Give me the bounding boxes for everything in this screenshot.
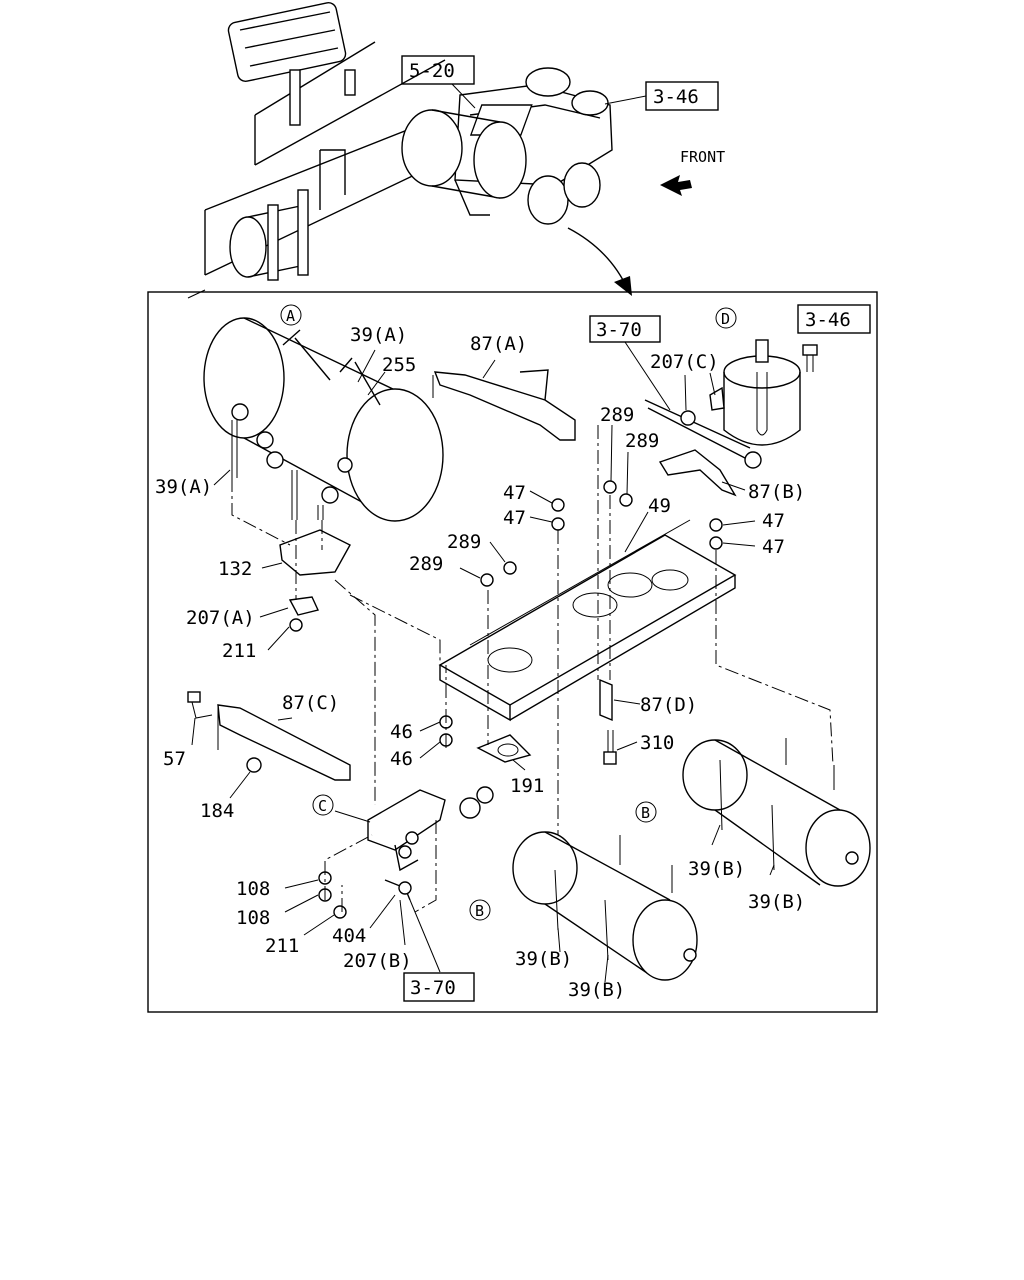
- label-211a: 211: [222, 640, 256, 662]
- tank-bottom: [512, 831, 698, 981]
- ref-box-bottom: 3-70: [403, 972, 475, 1002]
- callout-D: D: [721, 310, 730, 328]
- label-47c: 47: [762, 510, 785, 532]
- bracket-87c: [187, 691, 351, 781]
- part-labels: 39(A) 255 87(A) 207(C) 39(A) 289 289 87(…: [155, 324, 805, 1001]
- label-47b: 47: [503, 507, 526, 529]
- label-191: 191: [510, 775, 544, 797]
- label-47a: 47: [503, 482, 526, 504]
- bracket-87d: [599, 678, 617, 765]
- label-87b: 87(B): [748, 481, 805, 503]
- label-289a: 289: [600, 404, 634, 426]
- direction-label: FRONT: [680, 148, 725, 166]
- label-108b: 108: [236, 907, 270, 929]
- cross-frame: [438, 519, 737, 722]
- label-87a: 87(A): [470, 333, 527, 355]
- ref-inner-center-text: 3-70: [596, 319, 642, 341]
- ref-top-left-text: 5-20: [409, 60, 455, 82]
- label-39a-top: 39(A): [350, 324, 407, 346]
- plate-191: [476, 734, 532, 763]
- label-255: 255: [382, 354, 416, 376]
- ref-box-inner-right: 3-46: [797, 304, 871, 334]
- detail-frame: [147, 291, 878, 1013]
- label-46a: 46: [390, 721, 413, 743]
- label-207c: 207(C): [650, 351, 719, 373]
- label-289d: 289: [409, 553, 443, 575]
- large-drum: [203, 317, 444, 522]
- label-39b-3: 39(B): [515, 948, 572, 970]
- label-207b: 207(B): [343, 950, 412, 972]
- label-46b: 46: [390, 748, 413, 770]
- label-57: 57: [163, 748, 186, 770]
- label-289c: 289: [447, 531, 481, 553]
- ref-box-top-left: 5-20: [401, 55, 476, 109]
- label-184: 184: [200, 800, 234, 822]
- tank-right: [682, 738, 871, 887]
- label-47d: 47: [762, 536, 785, 558]
- bracket-87b: [658, 449, 737, 497]
- label-108a: 108: [236, 878, 270, 900]
- label-207a: 207(A): [186, 607, 255, 629]
- guide-lines: [231, 425, 834, 913]
- callout-C: C: [318, 797, 327, 815]
- bracket-87a: [432, 369, 576, 441]
- label-49: 49: [648, 495, 671, 517]
- label-310: 310: [640, 732, 674, 754]
- leader-lines: [187, 289, 775, 983]
- label-132: 132: [218, 558, 252, 580]
- label-39a-left: 39(A): [155, 476, 212, 498]
- callout-B2: B: [475, 902, 484, 920]
- ref-inner-right-text: 3-46: [805, 309, 851, 331]
- ref-box-inner-center: 3-70: [589, 315, 671, 411]
- label-87d: 87(D): [640, 694, 697, 716]
- filter-unit: [644, 339, 818, 469]
- label-39b-1: 39(B): [688, 858, 745, 880]
- label-39b-2: 39(B): [748, 891, 805, 913]
- valve-assembly: [367, 786, 494, 901]
- label-87c: 87(C): [282, 692, 339, 714]
- plate-132: [279, 529, 351, 616]
- label-404: 404: [332, 925, 366, 947]
- callout-A: A: [286, 307, 295, 325]
- label-39b-4: 39(B): [568, 979, 625, 1001]
- callout-B1: B: [641, 804, 650, 822]
- label-211b: 211: [265, 935, 299, 957]
- chassis-overview: [204, 2, 692, 296]
- label-289b: 289: [625, 430, 659, 452]
- ref-bottom-text: 3-70: [410, 977, 456, 999]
- ref-top-right-text: 3-46: [653, 86, 699, 108]
- ref-box-top-right: 3-46: [604, 81, 719, 111]
